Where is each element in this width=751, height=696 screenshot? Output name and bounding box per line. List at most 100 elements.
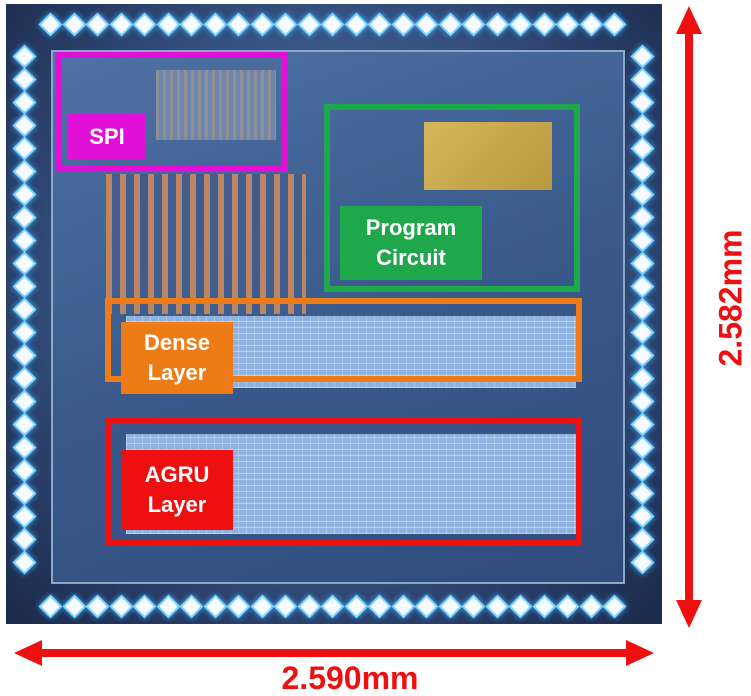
- bond-pad: [487, 597, 507, 616]
- bond-pad: [15, 47, 34, 66]
- program-memory-block: [424, 122, 552, 190]
- bond-pad: [111, 597, 131, 616]
- bond-pad: [633, 438, 652, 457]
- bond-pad: [182, 597, 201, 616]
- dense-label-line2: Layer: [147, 360, 207, 385]
- bond-pad: [511, 597, 530, 616]
- bond-pad: [15, 208, 34, 227]
- bond-pad: [464, 15, 483, 34]
- bond-pad: [633, 162, 652, 181]
- bond-pad: [64, 597, 84, 616]
- bond-pad: [417, 15, 436, 34]
- bond-pad: [323, 15, 342, 34]
- bond-pad: [15, 277, 34, 296]
- bond-pad: [15, 530, 34, 549]
- bond-pad: [135, 15, 154, 34]
- bond-pad: [88, 597, 107, 616]
- bond-pad: [88, 15, 107, 34]
- bond-pad: [558, 15, 577, 34]
- bond-pad: [252, 597, 272, 616]
- dense-layer-label: Dense Layer: [121, 322, 233, 394]
- bond-pad: [15, 369, 34, 388]
- bond-pad: [182, 15, 201, 34]
- bond-pad: [205, 597, 225, 616]
- height-dimension-arrow: [676, 6, 702, 628]
- bond-pad: [15, 139, 34, 158]
- spi-label-text: SPI: [89, 124, 125, 149]
- bond-pad: [393, 15, 413, 34]
- bond-pad: [633, 484, 652, 503]
- bond-pad: [633, 300, 652, 319]
- program-label-line2: Circuit: [376, 245, 446, 270]
- bond-pad: [346, 597, 366, 616]
- bond-pad: [15, 461, 34, 480]
- bond-pad: [633, 553, 652, 572]
- height-dimension-label-container: 2.582mm: [712, 208, 750, 388]
- bond-pad: [605, 15, 624, 34]
- bond-pad: [440, 597, 460, 616]
- bond-pad: [581, 15, 601, 34]
- bond-pad: [633, 116, 652, 135]
- bond-pad: [511, 15, 530, 34]
- bond-pad: [370, 15, 389, 34]
- bond-pad: [633, 461, 652, 480]
- bond-pad: [15, 185, 34, 204]
- bond-pad: [633, 415, 652, 434]
- bond-pad: [252, 15, 272, 34]
- bond-pad: [633, 369, 652, 388]
- bond-pad: [605, 597, 624, 616]
- program-circuit-region-box: [324, 104, 580, 292]
- bond-pad: [633, 254, 652, 273]
- bond-pad: [135, 597, 154, 616]
- bond-pad: [15, 323, 34, 342]
- routing-stripes: [106, 174, 306, 314]
- dense-layer-region-box: [105, 298, 582, 382]
- bond-pad: [633, 277, 652, 296]
- bond-pad: [15, 93, 34, 112]
- width-dimension-label: 2.590mm: [281, 660, 419, 696]
- agru-label-line2: Layer: [147, 492, 207, 517]
- bond-pad: [633, 231, 652, 250]
- spi-label: SPI: [68, 114, 146, 160]
- bond-pad: [15, 300, 34, 319]
- bond-pad: [440, 15, 460, 34]
- top-bond-pads: [41, 15, 624, 34]
- bond-pad: [534, 15, 554, 34]
- left-bond-pads: [15, 47, 34, 572]
- program-circuit-label: Program Circuit: [340, 206, 482, 280]
- bond-pad: [15, 116, 34, 135]
- bond-pad: [64, 15, 84, 34]
- bond-pad: [158, 597, 178, 616]
- bond-pad: [633, 93, 652, 112]
- bond-pad: [633, 507, 652, 526]
- bond-pad: [633, 139, 652, 158]
- bond-pad: [346, 15, 366, 34]
- agru-label-line1: AGRU: [144, 462, 210, 487]
- bond-pad: [229, 597, 248, 616]
- bond-pad: [15, 231, 34, 250]
- bond-pad: [15, 438, 34, 457]
- bond-pad: [487, 15, 507, 34]
- bond-pad: [15, 415, 34, 434]
- bond-pad: [229, 15, 248, 34]
- bond-pad: [111, 15, 131, 34]
- bond-pad: [633, 47, 652, 66]
- bottom-bond-pads: [41, 597, 624, 616]
- right-bond-pads: [633, 47, 652, 572]
- bond-pad: [633, 530, 652, 549]
- bond-pad: [393, 597, 413, 616]
- spi-region-box: [56, 52, 288, 172]
- bond-pad: [15, 254, 34, 273]
- bond-pad: [15, 507, 34, 526]
- height-dimension-label: 2.582mm: [712, 229, 749, 367]
- program-label-line1: Program: [365, 215, 457, 240]
- bond-pad: [41, 597, 60, 616]
- bond-pad: [158, 15, 178, 34]
- bond-pad: [558, 597, 577, 616]
- dense-label-line1: Dense: [143, 330, 211, 355]
- bond-pad: [633, 323, 652, 342]
- bond-pad: [15, 484, 34, 503]
- bond-pad: [15, 392, 34, 411]
- spi-logic-block: [156, 70, 276, 140]
- bond-pad: [276, 15, 295, 34]
